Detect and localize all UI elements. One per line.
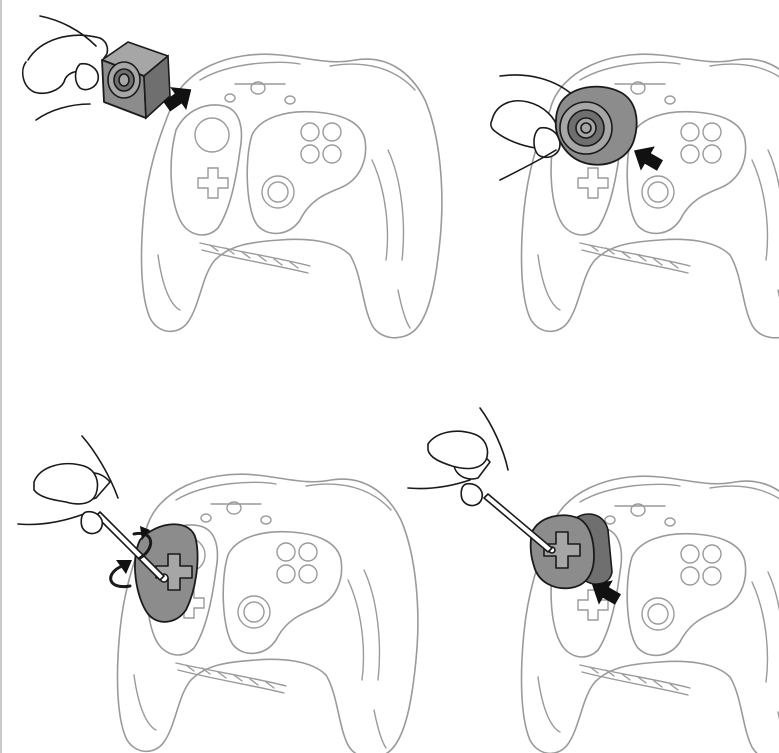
dpad-module (135, 524, 198, 622)
analog-stick-module (556, 87, 637, 165)
step-2-install-stick-module (491, 54, 779, 338)
analog-stick-module (102, 42, 170, 118)
controller-illustration (522, 54, 779, 338)
step-1-remove-stick-module (23, 16, 442, 338)
step-3-unscrew-dpad-module (18, 436, 418, 753)
step-4-install-dpad-module (408, 408, 779, 753)
dpad-module (531, 514, 612, 588)
hand-illustration (408, 408, 508, 505)
hand-illustration (23, 16, 108, 120)
